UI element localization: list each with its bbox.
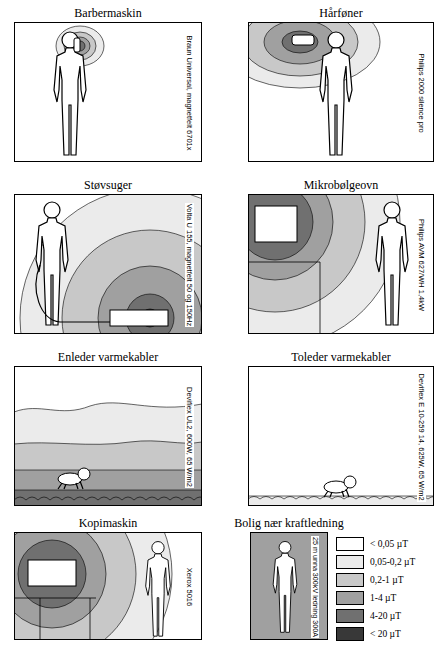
- heating-cable: [248, 497, 434, 500]
- device-note: Devifiex UL2, 600W, 65 W/m2: [185, 386, 194, 488]
- shaver: [74, 38, 80, 52]
- counter-line: [248, 262, 320, 334]
- device-note-holder: Philips 2000 silence pro: [422, 24, 433, 162]
- device-note: Philips AVM 627/WH 1,4kW: [417, 218, 426, 312]
- legend-swatch: [336, 573, 364, 587]
- double-cable-field: [248, 476, 434, 506]
- panel-title: Hårføner: [319, 6, 362, 21]
- legend-label: 0,2-1 µT: [370, 573, 403, 587]
- device-note-holder: Devifiex UL2, 600W, 65 W/m2: [190, 368, 201, 506]
- panel-box: MikrobølgeovnPhilips AVM 627/WH 1,4kW: [248, 194, 434, 334]
- panel-box: Toleder varmekablerDevifiex E 10-259 14,…: [248, 366, 434, 506]
- person-figure: [54, 32, 86, 155]
- device-note-holder: 25 m unna 300kV ledning 300A: [316, 534, 327, 640]
- device-note-holder: Philips AVM 627/WH 1,4kW: [422, 196, 433, 334]
- panel-title: Enleder varmekabler: [58, 350, 158, 365]
- hairdryer-field: [248, 22, 380, 155]
- legend-swatch: [336, 609, 364, 623]
- person-figure: [320, 32, 352, 155]
- legend-entry: < 20 µT: [336, 627, 437, 642]
- device-note-holder: Xerox 5016: [190, 534, 201, 640]
- baby-figure: [58, 468, 90, 489]
- heating-cable: [14, 497, 202, 500]
- legend-label: 1-4 µT: [370, 591, 396, 605]
- device-note: Devifiex E 10-259 14, 625W, 65 W/m2: [417, 372, 426, 501]
- shaver-field: [54, 26, 104, 155]
- vacuum-hose: [36, 265, 110, 322]
- panel-title: Toleder varmekabler: [291, 350, 390, 365]
- panel-box: KopimaskinXerox 5016: [14, 532, 202, 640]
- powerline-field: [250, 532, 328, 640]
- legend-entry: < 0,05 µT: [336, 537, 437, 552]
- legend-entry: 0,2-1 µT: [336, 573, 437, 588]
- legend-label: 0,05-0,2 µT: [370, 555, 415, 569]
- device-note: 25 m unna 300kV ledning 300A: [311, 536, 319, 638]
- panel-box: Enleder varmekablerDevifiex UL2, 600W, 6…: [14, 366, 202, 506]
- legend-entry: 4-20 µT: [336, 609, 437, 624]
- device-note: Philips 2000 silence pro: [417, 52, 426, 133]
- device-note: Xerox 5016: [185, 567, 194, 607]
- legend-swatch: [336, 591, 364, 605]
- panel-box: Bolig nær kraftledning25 m unna 300kV le…: [250, 532, 328, 640]
- panel-box: BarbermaskinBraun Universal, magnetfelt …: [14, 22, 202, 162]
- legend-entry: 0,05-0,2 µT: [336, 555, 437, 570]
- panel-title: Barbermaskin: [74, 6, 141, 21]
- baby-figure: [324, 476, 356, 497]
- device-note-holder: Volta U 155, magnetfelt 50 og 150Hz: [190, 196, 201, 334]
- copier-field: [14, 532, 172, 640]
- vacuum-cleaner: [110, 310, 168, 326]
- single-cable-field: [14, 403, 202, 506]
- person-figure: [273, 541, 297, 632]
- device-note-holder: Devifiex E 10-259 14, 625W, 65 W/m2: [422, 368, 433, 506]
- device-note: Braun Universal, magnetfelt 6701x: [185, 34, 194, 151]
- panel-title: Støvsuger: [84, 178, 132, 193]
- panel-box: StøvsugerVolta U 155, magnetfelt 50 og 1…: [14, 194, 202, 334]
- legend-swatch: [336, 555, 364, 569]
- legend-entry: 1-4 µT: [336, 591, 437, 606]
- panel-title: Bolig nær kraftledning: [234, 516, 343, 531]
- person-figure: [376, 202, 408, 325]
- microwave-field: [248, 194, 408, 334]
- legend-swatch: [336, 627, 364, 641]
- legend-label: < 0,05 µT: [370, 537, 408, 551]
- legend-swatch: [336, 537, 364, 551]
- panel-title: Mikrobølgeovn: [304, 178, 379, 193]
- device-note: Volta U 155, magnetfelt 50 og 150Hz: [185, 203, 194, 328]
- legend-label: < 20 µT: [370, 627, 401, 641]
- panel-box: HårfønerPhilips 2000 silence pro: [248, 22, 434, 162]
- legend-label: 4-20 µT: [370, 609, 401, 623]
- person-figure: [146, 542, 171, 637]
- microwave-oven: [255, 206, 297, 242]
- hairdryer: [292, 35, 314, 45]
- copier: [28, 560, 76, 586]
- device-note-holder: Braun Universal, magnetfelt 6701x: [190, 24, 201, 162]
- copier-stand: [14, 598, 96, 640]
- vacuum-field: [20, 194, 202, 334]
- panel-title: Kopimaskin: [79, 516, 138, 531]
